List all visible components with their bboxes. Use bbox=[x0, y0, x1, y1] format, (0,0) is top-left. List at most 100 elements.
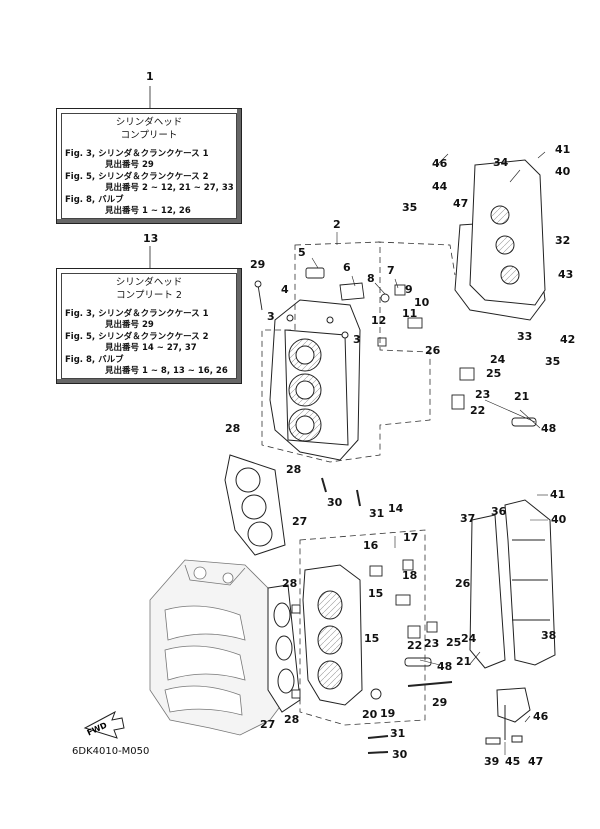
callout: 29 bbox=[250, 258, 266, 271]
box2-line-3a: Fig. 8, バルブ bbox=[65, 355, 124, 365]
callout: 36 bbox=[491, 505, 507, 518]
callout: 10 bbox=[414, 296, 430, 309]
callout: 35 bbox=[402, 201, 418, 214]
fwd-label: FWD bbox=[86, 720, 109, 737]
callout: 11 bbox=[402, 307, 418, 320]
callout: 27 bbox=[292, 515, 308, 528]
callout: 21 bbox=[456, 655, 472, 668]
callout: 28 bbox=[284, 713, 300, 726]
info-box-2: シリンダヘッド コンプリート 2 Fig. 3, シリンダ＆クランクケース 1 … bbox=[56, 268, 242, 384]
callout: 41 bbox=[555, 143, 571, 156]
callout: 32 bbox=[555, 234, 571, 247]
callout: 28 bbox=[225, 422, 241, 435]
callout: 17 bbox=[403, 531, 419, 544]
cam-cover-lower bbox=[469, 499, 556, 669]
box1-line-1a: Fig. 3, シリンダ＆クランクケース 1 bbox=[65, 149, 209, 159]
group-outline-14 bbox=[299, 529, 426, 726]
callout: 40 bbox=[551, 513, 567, 526]
callout: 25 bbox=[446, 636, 462, 649]
callout: 45 bbox=[505, 755, 521, 768]
callout: 41 bbox=[550, 488, 566, 501]
box1-line-2b: 見出番号 2 ~ 12, 21 ~ 27, 33 bbox=[105, 183, 234, 193]
box1-title-2: コンプリート bbox=[120, 130, 178, 141]
callout: 24 bbox=[461, 632, 477, 645]
box2-line-1a: Fig. 3, シリンダ＆クランクケース 1 bbox=[65, 309, 209, 319]
callout: 31 bbox=[390, 727, 406, 740]
callout: 40 bbox=[555, 165, 571, 178]
callout: 22 bbox=[470, 404, 486, 417]
callout: 23 bbox=[424, 637, 440, 650]
callout: 30 bbox=[392, 748, 408, 761]
cylinder-head-lower bbox=[302, 564, 363, 706]
box2-title-1: シリンダヘッド bbox=[115, 277, 183, 288]
callout: 5 bbox=[298, 246, 306, 259]
cylinder-head-upper bbox=[269, 299, 361, 461]
head-gasket-lower bbox=[267, 584, 301, 713]
callout: 6 bbox=[343, 261, 351, 274]
box2-line-2a: Fig. 5, シリンダ＆クランクケース 2 bbox=[65, 332, 209, 342]
callout: 27 bbox=[260, 718, 276, 731]
callout: 48 bbox=[541, 422, 557, 435]
callout: 26 bbox=[425, 344, 441, 357]
callout: 7 bbox=[387, 264, 395, 277]
callout: 14 bbox=[388, 502, 404, 515]
box1-line-3b: 見出番号 1 ~ 12, 26 bbox=[105, 206, 191, 216]
callout: 1 bbox=[146, 70, 154, 83]
callout: 43 bbox=[558, 268, 574, 281]
callout: 29 bbox=[432, 696, 448, 709]
callout: 20 bbox=[362, 708, 378, 721]
callout: 25 bbox=[486, 367, 502, 380]
callout: 21 bbox=[514, 390, 530, 403]
callout: 37 bbox=[460, 512, 476, 525]
callout: 23 bbox=[475, 388, 491, 401]
callout: 28 bbox=[282, 577, 298, 590]
callout: 16 bbox=[363, 539, 379, 552]
callout: 15 bbox=[368, 587, 384, 600]
box2-line-3b: 見出番号 1 ~ 8, 13 ~ 16, 26 bbox=[105, 366, 228, 376]
group-outline-2 bbox=[261, 241, 456, 463]
head-gasket-upper bbox=[224, 454, 286, 556]
callout: 31 bbox=[369, 507, 385, 520]
small-parts-lower bbox=[291, 477, 453, 754]
figure-code: 6DK4010-M050 bbox=[72, 746, 150, 757]
box1-line-2a: Fig. 5, シリンダ＆クランクケース 2 bbox=[65, 172, 209, 182]
box2-title-2: コンプリート 2 bbox=[116, 290, 182, 301]
callout: 35 bbox=[545, 355, 561, 368]
info-box-1: シリンダヘッド コンプリート Fig. 3, シリンダ＆クランクケース 1 見出… bbox=[56, 108, 242, 224]
callout: 15 bbox=[364, 632, 380, 645]
callout: 12 bbox=[371, 314, 387, 327]
box1-title-1: シリンダヘッド bbox=[115, 117, 183, 128]
callout: 26 bbox=[455, 577, 471, 590]
box1-line-3a: Fig. 8, バルブ bbox=[65, 195, 124, 205]
callout: 8 bbox=[367, 272, 375, 285]
callout: 13 bbox=[143, 232, 159, 245]
callout: 39 bbox=[484, 755, 500, 768]
box2-line-2b: 見出番号 14 ~ 27, 37 bbox=[105, 343, 197, 353]
callout: 9 bbox=[405, 283, 413, 296]
cam-cover-upper bbox=[454, 159, 546, 321]
fwd-arrow-icon bbox=[83, 710, 125, 739]
callout: 34 bbox=[493, 156, 509, 169]
callout: 42 bbox=[560, 333, 576, 346]
box1-line-1b: 見出番号 29 bbox=[105, 160, 154, 170]
small-parts-upper bbox=[254, 267, 537, 427]
callout: 2 bbox=[333, 218, 341, 231]
callout: 28 bbox=[286, 463, 302, 476]
callout: 46 bbox=[432, 157, 448, 170]
callout: 18 bbox=[402, 569, 418, 582]
sensor-bracket bbox=[485, 687, 531, 745]
callout: 47 bbox=[528, 755, 544, 768]
callout: 3 bbox=[353, 333, 361, 346]
callout: 46 bbox=[533, 710, 549, 723]
callout: 38 bbox=[541, 629, 557, 642]
callout: 3 bbox=[267, 310, 275, 323]
crankcase-block bbox=[149, 559, 286, 736]
callout: 47 bbox=[453, 197, 469, 210]
callout: 33 bbox=[517, 330, 533, 343]
callout: 30 bbox=[327, 496, 343, 509]
callout: 4 bbox=[281, 283, 289, 296]
callout: 24 bbox=[490, 353, 506, 366]
callout: 19 bbox=[380, 707, 396, 720]
